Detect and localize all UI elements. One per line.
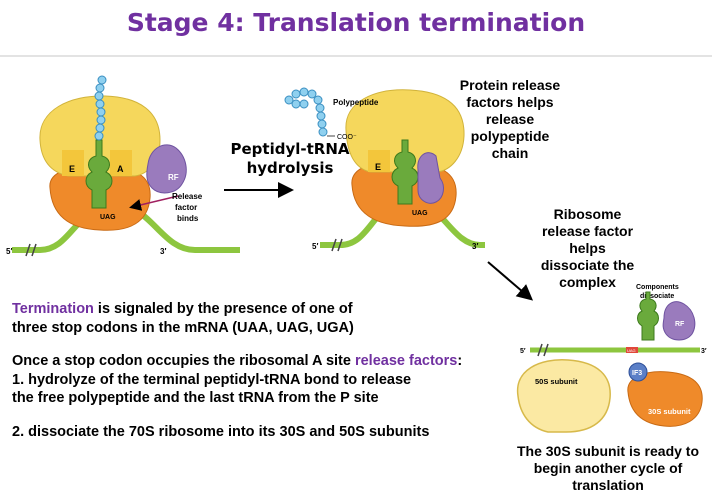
panel-2-caption: Protein release factors helps release po…: [445, 77, 575, 162]
caption-line: dissociate the: [540, 257, 635, 273]
mrna-3-end: 3′: [160, 247, 166, 256]
mrna-break: [537, 343, 549, 357]
caption-line: translation: [572, 477, 644, 493]
caption-line: release: [485, 111, 535, 127]
rf-caption-line: binds: [177, 214, 199, 223]
caption-line: complex: [559, 274, 616, 290]
step-label-line: Peptidyl-tRNA: [230, 140, 350, 158]
rf-caption: Release factor binds: [172, 192, 204, 223]
text-fragment: Once a stop codon occupies the ribosomal…: [12, 353, 355, 369]
release-factor: [146, 144, 187, 194]
released-polypeptide: [284, 87, 328, 137]
step-2-line: 2. dissociate the 70S ribosome into its …: [12, 423, 430, 440]
e-site: [62, 150, 84, 176]
caption-line: helps: [569, 240, 606, 256]
caption-line: factors helps: [466, 94, 554, 110]
stop-codon: [626, 347, 638, 353]
title-divider: [0, 55, 712, 57]
panel-2-ribosome: 5′ 3′ E UAG Polypeptide COO⁻: [284, 87, 485, 252]
free-release-factor: [662, 301, 696, 341]
mrna-break: [25, 243, 37, 257]
dissociation-arrow: [487, 261, 534, 301]
components-label-line: dissociate: [640, 293, 674, 300]
text-fragment: :: [457, 353, 463, 369]
coo-label: COO⁻: [337, 134, 357, 141]
caption-line: chain: [491, 145, 529, 161]
rf-caption-line: factor: [175, 203, 197, 212]
codon-label: UAG: [100, 214, 116, 221]
mrna-3-end: 3′: [701, 348, 707, 355]
release-factors-line: Once a stop codon occupies the ribosomal…: [12, 352, 532, 371]
e-site-label: E: [69, 164, 75, 174]
components-label-line: Components: [636, 284, 679, 291]
stop-codons-line: three stop codons in the mRNA (UAA, UAG,…: [12, 319, 354, 336]
mrna-3-end: 3′: [472, 242, 478, 251]
codon-label: UAG: [627, 348, 636, 353]
subunit-50s-label: 50S subunit: [535, 377, 578, 386]
if3-label: IF3: [632, 370, 642, 377]
panel-1-ribosome: 5′ 3′ E A UAG RF Release factor binds: [6, 75, 240, 257]
rf-caption-line: Release: [172, 192, 203, 201]
if3-factor: [628, 362, 648, 382]
e-site-label: E: [375, 162, 381, 172]
explanation-text: Termination is signaled by the presence …: [12, 300, 532, 441]
page-title: Stage 4: Translation termination: [126, 8, 586, 37]
codon-label: UAG: [412, 210, 428, 217]
panel-3-dissociation: Components dissociate RF UAG 5′ 3′ 50S s…: [516, 284, 707, 433]
free-trna: [637, 291, 659, 341]
final-caption: The 30S subunit is ready to begin anothe…: [508, 443, 708, 494]
mrna-5-end: 5′: [520, 348, 526, 355]
step-label-line: hydrolysis: [246, 159, 334, 177]
peptide-chain: [94, 75, 107, 141]
release-factor: [417, 152, 444, 204]
components-label: Components dissociate: [636, 284, 681, 300]
free-30s-subunit: [627, 371, 703, 427]
mrna-5-end: 5′: [6, 247, 12, 256]
step-1-line: 1. hydrolyze of the terminal peptidyl-tR…: [12, 371, 412, 388]
termination-keyword: Termination: [12, 301, 94, 317]
text-fragment: is signaled by the presence of one of: [93, 301, 353, 317]
caption-line: begin another cycle of: [533, 460, 683, 476]
caption-line: polypeptide: [470, 128, 550, 144]
polypeptide-label: Polypeptide: [333, 98, 379, 107]
trna: [85, 139, 113, 209]
caption-line: release factor: [541, 223, 634, 239]
mrna-5-end: 5′: [312, 242, 318, 251]
subunit-30s-label: 30S subunit: [648, 407, 691, 416]
a-site: [110, 150, 132, 176]
step-label: Peptidyl-tRNA hydrolysis: [230, 140, 350, 178]
termination-line: Termination is signaled by the presence …: [12, 300, 532, 319]
mrna-break: [331, 238, 343, 252]
a-site-label: A: [117, 164, 124, 174]
caption-line: Protein release: [459, 77, 561, 93]
rf-arrow: [129, 195, 179, 211]
caption-line: Ribosome: [553, 206, 622, 222]
panel-3-caption: Ribosome release factor helps dissociate…: [525, 206, 650, 291]
rf-label: RF: [168, 173, 179, 182]
e-site: [368, 150, 390, 172]
rf-label: RF: [675, 321, 685, 328]
step-1-continuation: the free polypeptide and the last tRNA f…: [12, 390, 379, 406]
free-50s-subunit: [516, 359, 611, 433]
release-factors-keyword: release factors: [354, 353, 458, 369]
caption-line: The 30S subunit is ready to: [516, 443, 700, 459]
